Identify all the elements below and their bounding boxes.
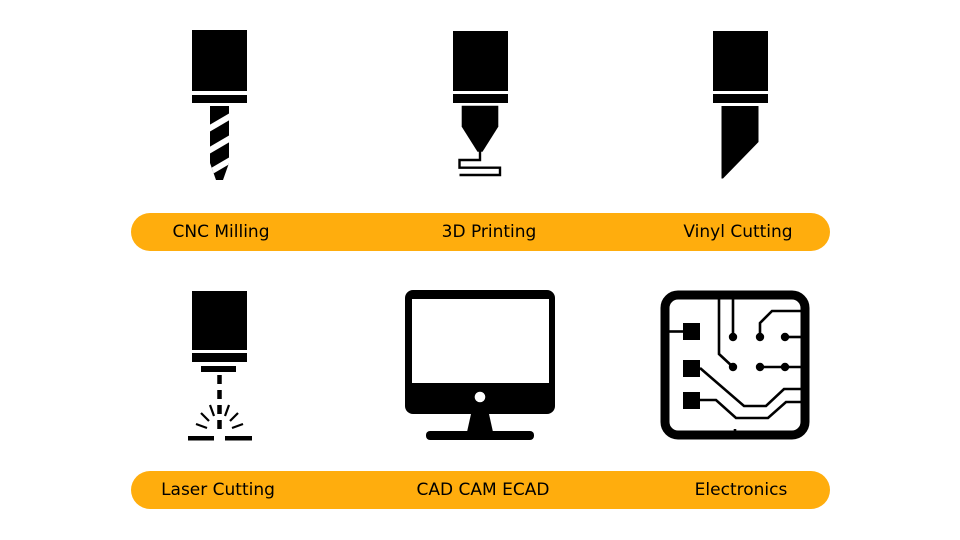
label-cnc-milling: CNC Milling: [172, 222, 270, 242]
label-electronics: Electronics: [694, 480, 788, 500]
3d-printing-icon: [453, 31, 508, 177]
cnc-milling-icon: [192, 30, 247, 180]
electronics-icon: [660, 290, 810, 440]
label-laser-cutting: Laser Cutting: [161, 480, 275, 500]
label-vinyl-cutting: Vinyl Cutting: [683, 222, 793, 242]
banner-row-1: [131, 213, 830, 251]
laser-cutting-icon: [188, 291, 252, 441]
label-cad-cam-ecad: CAD CAM ECAD: [416, 480, 550, 500]
banner-row-2: [131, 471, 830, 509]
vinyl-cutting-icon: [713, 31, 768, 179]
label-3d-printing: 3D Printing: [441, 222, 537, 242]
cad-cam-ecad-icon: [405, 290, 555, 440]
